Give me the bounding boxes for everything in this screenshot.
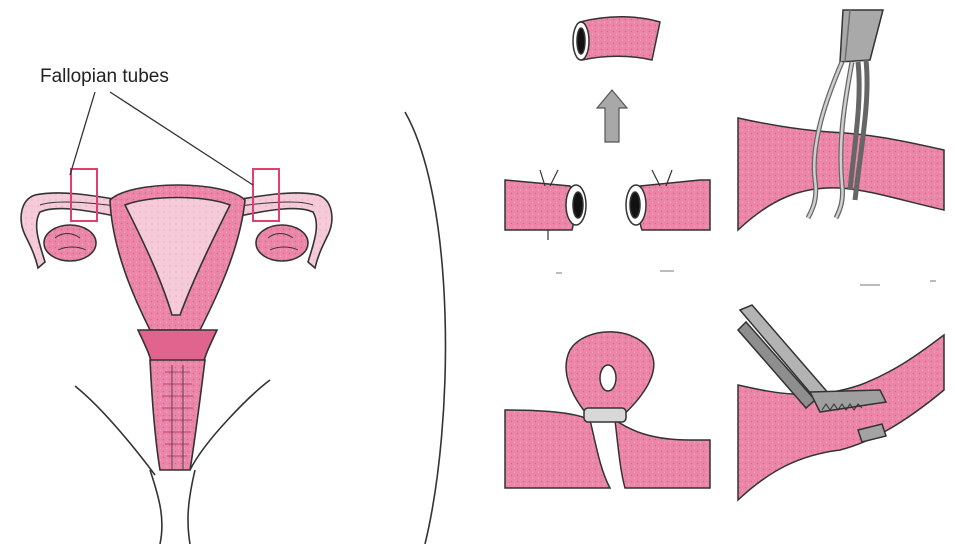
right-tube-stump (639, 180, 710, 230)
cautery-panel (738, 305, 944, 500)
scan-speckles (556, 270, 936, 286)
right-thigh-outline (190, 380, 270, 470)
left-tube-stump (505, 180, 574, 230)
right-ovary (256, 225, 308, 261)
label-leader-left (70, 92, 95, 175)
tube-baseline-right (615, 420, 710, 488)
clip-panel (738, 10, 944, 230)
fallopian-tubes-label: Fallopian tubes (40, 66, 169, 88)
silastic-ring (584, 408, 626, 422)
left-thigh-outline (75, 386, 155, 475)
left-ovary (44, 225, 96, 261)
forceps-rod-upper (740, 305, 830, 402)
panel-divider-curve (405, 112, 445, 544)
up-arrow-icon (597, 90, 627, 142)
ring-panel (505, 332, 710, 488)
cut-and-tie-panel (505, 17, 710, 240)
label-leader-right (110, 92, 253, 185)
vaginal-canal (150, 360, 205, 470)
vulva-outline (150, 470, 195, 544)
loop-lumen (600, 365, 616, 391)
anatomy-panel (21, 185, 332, 544)
removed-tube-segment (580, 17, 660, 60)
